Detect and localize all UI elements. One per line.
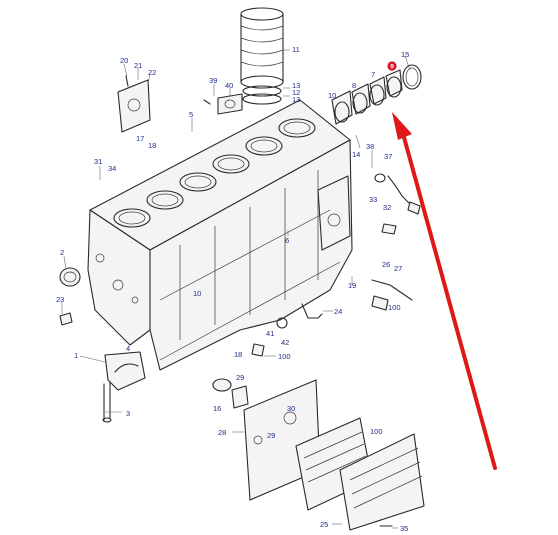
pipe-24: [301, 303, 323, 319]
sensor-37: [374, 173, 421, 235]
camshaft-bushings: [331, 64, 422, 125]
callout-2: 2: [60, 248, 64, 257]
callout-100-sensor: 100: [388, 303, 401, 312]
callout-13b: 13: [292, 95, 300, 104]
callout-27: 27: [394, 264, 402, 273]
callout-10b: 10: [193, 289, 201, 298]
callout-37: 37: [384, 152, 392, 161]
callout-18: 18: [148, 141, 156, 150]
callout-32: 32: [383, 203, 391, 212]
callout-15: 15: [401, 50, 409, 59]
callout-40: 40: [225, 81, 233, 90]
callout-25: 25: [320, 520, 328, 529]
callout-29b: 29: [267, 431, 275, 440]
callout-35: 35: [400, 524, 408, 533]
callout-22: 22: [148, 68, 156, 77]
callout-23: 23: [56, 295, 64, 304]
callout-3: 3: [126, 409, 130, 418]
main-bearing-cap: [102, 351, 146, 423]
callout-100-ecu: 100: [370, 427, 383, 436]
leader-lines: [61, 49, 411, 529]
callout-38: 38: [366, 142, 374, 151]
callout-6: 6: [285, 236, 289, 245]
callout-29: 29: [236, 373, 244, 382]
gasket-plate: [203, 93, 243, 115]
callout-34: 34: [108, 164, 116, 173]
highlight-arrow: [392, 112, 497, 470]
callout-21: 21: [134, 61, 142, 70]
callout-28: 28: [218, 428, 226, 437]
callout-4: 4: [126, 344, 130, 353]
callout-labels: 11 13 12 13 15 9 7 8 10 20 21 22 39 40 5…: [56, 45, 409, 533]
callout-30: 30: [287, 404, 295, 413]
callout-19: 19: [348, 281, 356, 290]
callout-9: 9: [390, 63, 394, 70]
callout-7: 7: [371, 70, 375, 79]
highlight-badge: [387, 61, 397, 71]
callout-13: 13: [292, 81, 300, 90]
callout-8: 8: [352, 81, 356, 90]
callout-42: 42: [281, 338, 289, 347]
callout-26: 26: [382, 260, 390, 269]
callout-20: 20: [120, 56, 128, 65]
sensor-18: [251, 317, 288, 357]
callout-24: 24: [334, 307, 342, 316]
callout-14: 14: [352, 150, 360, 159]
cylinder-liner: [240, 7, 284, 105]
cylinder-bores: [113, 118, 316, 228]
front-seal: [59, 267, 81, 326]
callout-100-sensor18: 100: [278, 352, 291, 361]
ecu-module: [295, 417, 425, 531]
callout-39: 39: [209, 76, 217, 85]
callout-31: 31: [94, 157, 102, 166]
cover-plate: [117, 75, 151, 133]
callout-33: 33: [369, 195, 377, 204]
callout-12: 12: [292, 88, 300, 97]
callout-10: 10: [328, 91, 336, 100]
callout-11: 11: [292, 45, 300, 54]
callout-17: 17: [136, 134, 144, 143]
mount-16: [212, 378, 249, 409]
cylinder-block: [87, 99, 353, 371]
callout-5: 5: [189, 110, 193, 119]
callout-41: 41: [266, 329, 274, 338]
sensor-26: [371, 279, 413, 311]
callout-18b: 18: [234, 350, 242, 359]
callout-16: 16: [213, 404, 221, 413]
callout-1: 1: [74, 351, 78, 360]
